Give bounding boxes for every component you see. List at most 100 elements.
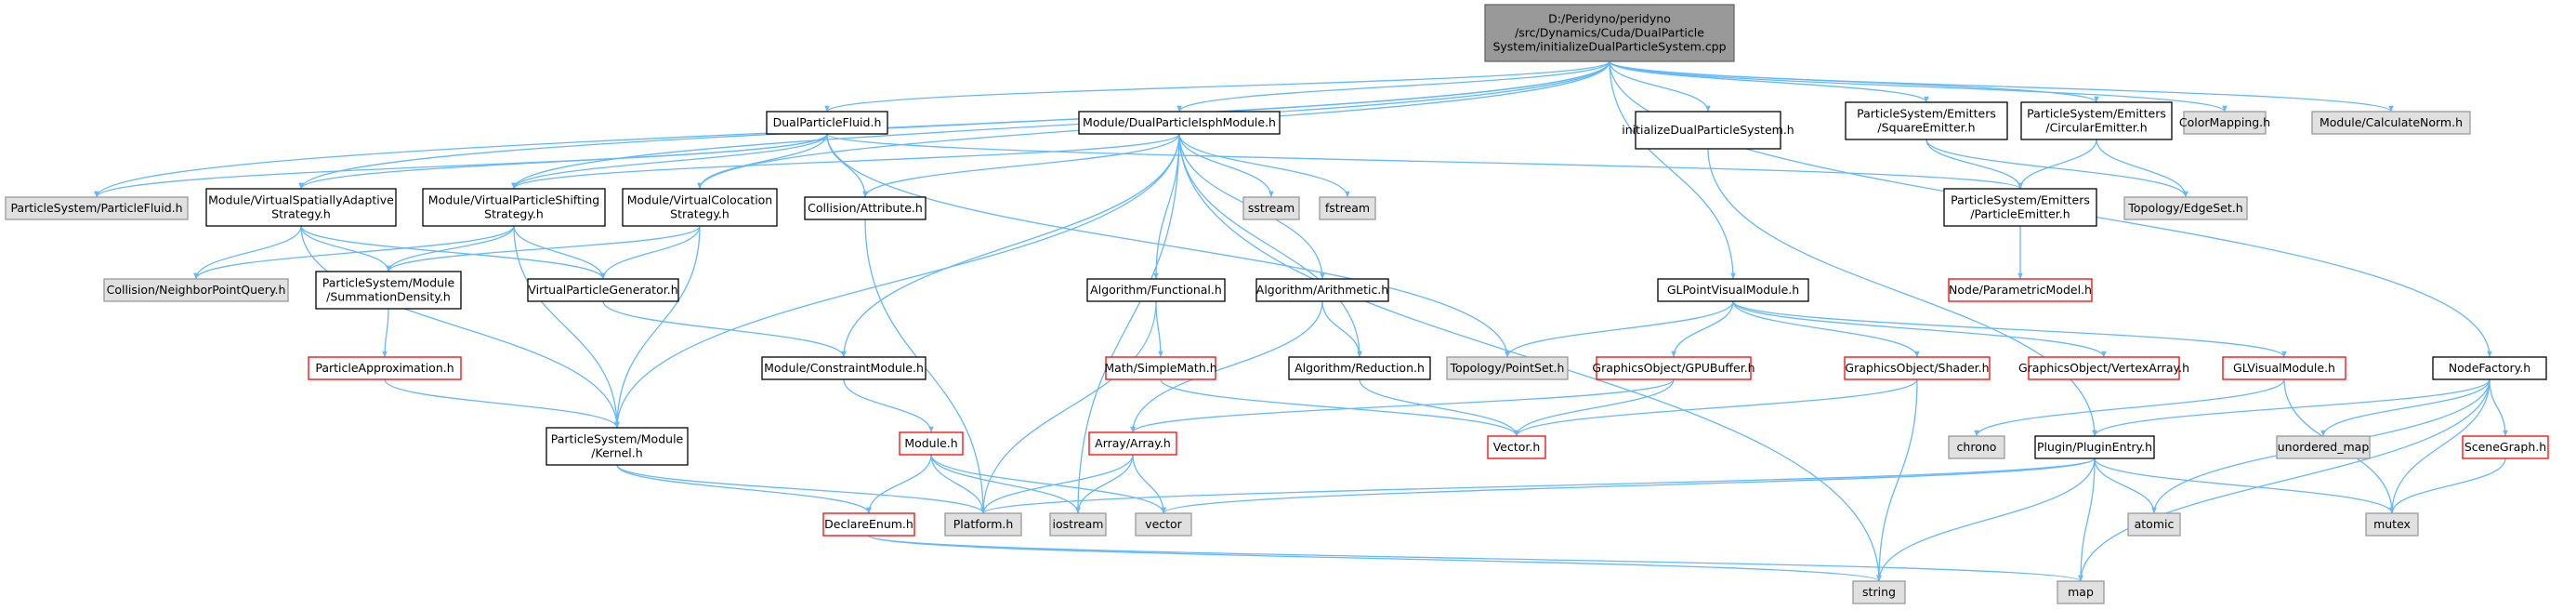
node-mutex[interactable]: mutex — [2365, 512, 2419, 537]
node-label: Strategy.h — [271, 207, 331, 221]
node-box — [545, 427, 689, 466]
node-fstream[interactable]: fstream — [1319, 196, 1376, 220]
node-box — [766, 111, 888, 135]
node-vsas[interactable]: Module/VirtualSpatiallyAdaptiveStrategy.… — [205, 188, 397, 227]
edge-root-to-cmap — [1609, 60, 2228, 113]
node-idps[interactable]: initializeDualParticleSystem.h — [1622, 111, 1794, 150]
node-catt[interactable]: Collision/Attribute.h — [804, 196, 927, 220]
node-label: string — [1862, 585, 1896, 599]
node-sgraph[interactable]: SceneGraph.h — [2462, 435, 2549, 459]
node-kernel[interactable]: ParticleSystem/Module/Kernel.h — [545, 427, 689, 466]
node-string[interactable]: string — [1852, 580, 1906, 604]
node-cmap[interactable]: ColorMapping.h — [2179, 111, 2270, 135]
node-psf[interactable]: ParticleSystem/ParticleFluid.h — [5, 196, 189, 220]
node-box — [1657, 278, 1809, 302]
node-box — [1635, 111, 1781, 150]
edge-root-to-mdpi — [1176, 60, 1610, 113]
node-box — [1242, 196, 1300, 220]
edge-vpss-to-cnpq — [193, 225, 515, 280]
node-vector[interactable]: Vector.h — [1487, 435, 1546, 459]
node-box — [1446, 356, 1569, 380]
node-label: System/initializeDualParticleSystem.cpp — [1492, 40, 1726, 54]
node-array[interactable]: Array/Array.h — [1088, 431, 1177, 456]
node-box — [1088, 431, 1177, 456]
node-label: atomic — [2135, 517, 2175, 531]
node-umap[interactable]: unordered_map — [2276, 435, 2371, 459]
node-vpg[interactable]: VirtualParticleGenerator.h — [527, 278, 679, 302]
edge-module-to-vectorstd — [930, 454, 1166, 514]
node-denum[interactable]: DeclareEnum.h — [822, 512, 915, 537]
node-papprox[interactable]: ParticleApproximation.h — [308, 356, 462, 380]
edge-nodef-to-mutex — [2389, 378, 2491, 514]
node-label: Topology/PointSet.h — [1450, 361, 1565, 375]
node-label: GraphicsObject/Shader.h — [1845, 361, 1989, 375]
node-afunc[interactable]: Algorithm/Functional.h — [1086, 278, 1226, 302]
node-platform[interactable]: Platform.h — [944, 512, 1022, 537]
node-glvm[interactable]: GLVisualModule.h — [2222, 356, 2346, 380]
node-box — [1487, 435, 1546, 459]
node-box — [2123, 196, 2248, 220]
edge-array-to-iostream — [1075, 454, 1134, 514]
node-cie[interactable]: ParticleSystem/Emitters/CircularEmitter.… — [2020, 101, 2173, 140]
node-aarith[interactable]: Algorithm/Arithmetic.h — [1255, 278, 1389, 302]
edge-aarith-to-array — [1130, 300, 1323, 433]
node-edgeset[interactable]: Topology/EdgeSet.h — [2123, 196, 2248, 220]
node-map[interactable]: map — [2057, 580, 2105, 604]
node-root[interactable]: D:/Peridyno/peridyno/src/Dynamics/Cuda/D… — [1484, 4, 1735, 62]
node-box — [2028, 356, 2180, 380]
node-label: Module/CalculateNorm.h — [2320, 115, 2463, 129]
node-box — [2057, 580, 2105, 604]
node-cnorm[interactable]: Module/CalculateNorm.h — [2311, 111, 2471, 135]
node-label: ColorMapping.h — [2179, 115, 2270, 129]
node-msm[interactable]: Math/SimpleMath.h — [1104, 356, 1217, 380]
edge-dpf-to-vsas — [298, 133, 828, 190]
node-psd[interactable]: ParticleSystem/Module/SummationDensity.h — [315, 271, 462, 310]
edge-cie-to-edgeset — [2096, 139, 2188, 198]
edge-root-to-idps — [1609, 60, 1711, 113]
edge-kernel-to-denum — [616, 464, 872, 514]
node-glpvm[interactable]: GLPointVisualModule.h — [1657, 278, 1809, 302]
node-mdpi[interactable]: Module/DualParticleIsphModule.h — [1078, 111, 1281, 135]
node-label: ParticleApproximation.h — [315, 361, 453, 375]
node-ared[interactable]: Algorithm/Reduction.h — [1288, 356, 1431, 380]
edge-plugin-to-string — [1876, 458, 2096, 582]
node-dpf[interactable]: DualParticleFluid.h — [766, 111, 888, 135]
node-label: Module/VirtualParticleShifting — [428, 193, 599, 207]
node-box — [2311, 111, 2471, 135]
node-pe[interactable]: ParticleSystem/Emitters/ParticleEmitter.… — [1943, 188, 2097, 227]
node-box — [1135, 512, 1192, 537]
node-box — [2222, 356, 2346, 380]
node-box — [1078, 111, 1281, 135]
node-pmodel[interactable]: Node/ParametricModel.h — [1948, 278, 2093, 302]
node-iostream[interactable]: iostream — [1049, 512, 1107, 537]
edge-vcs-to-vpg — [600, 225, 701, 280]
node-cnpq[interactable]: Collision/NeighborPointQuery.h — [103, 278, 289, 302]
edge-module-to-iostream — [930, 454, 1081, 514]
node-box — [422, 188, 606, 227]
node-shader[interactable]: GraphicsObject/Shader.h — [1844, 356, 1991, 380]
node-module[interactable]: Module.h — [899, 431, 964, 456]
node-label: Vector.h — [1493, 440, 1541, 454]
edge-root-to-vpss — [511, 60, 1610, 190]
node-varr[interactable]: GraphicsObject/VertexArray.h — [2018, 356, 2189, 380]
node-label: GraphicsObject/GPUBuffer.h — [1592, 361, 1755, 375]
node-label: /src/Dynamics/Cuda/DualParticle — [1515, 26, 1704, 40]
node-sqe[interactable]: ParticleSystem/Emitters/SquareEmitter.h — [1845, 101, 2008, 140]
node-nodef[interactable]: NodeFactory.h — [2432, 356, 2547, 380]
node-gpub[interactable]: GraphicsObject/GPUBuffer.h — [1592, 356, 1755, 380]
node-box — [1845, 101, 2008, 140]
node-vectorstd[interactable]: vector — [1135, 512, 1192, 537]
edge-vsas-to-kernel — [300, 225, 620, 429]
node-plugin[interactable]: Plugin/PluginEntry.h — [2034, 435, 2155, 459]
node-atomic[interactable]: atomic — [2127, 512, 2181, 537]
node-label: iostream — [1053, 517, 1104, 531]
node-pointset[interactable]: Topology/PointSet.h — [1446, 356, 1569, 380]
node-mcons[interactable]: Module/ConstraintModule.h — [761, 356, 927, 380]
node-sstream[interactable]: sstream — [1242, 196, 1300, 220]
edge-sqe-to-edgeset — [1925, 139, 2188, 198]
node-chrono[interactable]: chrono — [1948, 435, 2005, 459]
edge-sqe-to-pe — [1925, 139, 2023, 190]
edge-afunc-to-msm — [1155, 300, 1163, 358]
